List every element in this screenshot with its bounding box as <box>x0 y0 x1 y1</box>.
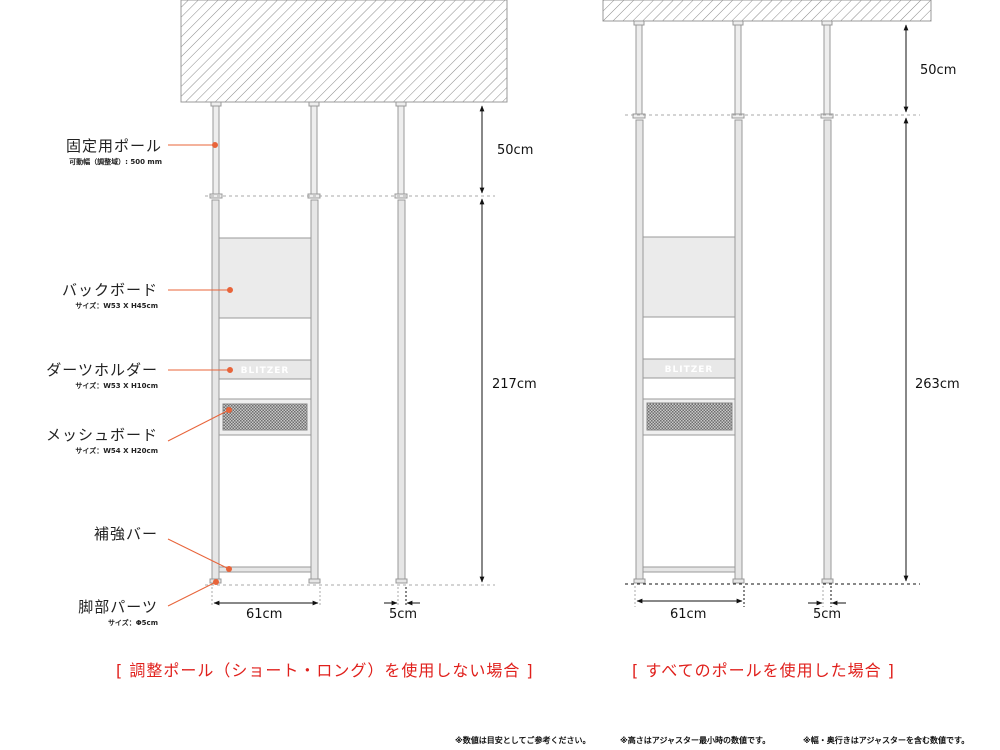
label-leg-parts: 脚部パーツ サイズ：Φ5cm <box>78 598 158 628</box>
left-diagram: BLITZER <box>167 0 508 607</box>
dim-width-left: 61cm <box>246 607 283 622</box>
dim-main-height-right: 263cm <box>915 377 960 392</box>
dim-width-right: 61cm <box>670 607 707 622</box>
part-name: 脚部パーツ <box>78 598 158 616</box>
back-board <box>218 237 312 319</box>
label-reinforcement-bar: 補強バー <box>94 525 158 543</box>
fixing-poles-right <box>632 20 834 119</box>
fixing-poles <box>209 101 408 199</box>
leader-lines <box>167 142 233 607</box>
part-name: ダーツホルダー <box>46 361 158 379</box>
dim-pole-right: 5cm <box>813 607 842 622</box>
label-darts-holder: ダーツホルダー サイズ：W53 X H10cm <box>46 361 158 391</box>
darts-holder-right <box>642 358 736 379</box>
dim-main-height-left: 217cm <box>492 377 537 392</box>
caption-right: [ すべてのポールを使用した場合 ] <box>632 661 895 680</box>
part-detail: サイズ：W53 X H10cm <box>75 382 158 390</box>
dim-top-height-right: 50cm <box>920 63 957 78</box>
dim-pole-left: 5cm <box>389 607 418 622</box>
part-name: 固定用ポール <box>65 137 162 155</box>
part-name: メッシュボード <box>45 426 158 444</box>
label-back-board: バックボード サイズ：W53 X H45cm <box>62 281 158 311</box>
reinforcement-bar <box>218 566 312 573</box>
part-detail: サイズ：Φ5cm <box>107 619 158 627</box>
part-detail: 可動幅（調整域）: 500 mm <box>69 158 162 166</box>
note-1: ※数値は目安としてご参考ください。 <box>455 736 591 745</box>
brand-label-left: BLITZER <box>241 366 290 376</box>
ceiling-hatch-right <box>602 0 932 22</box>
part-name: バックボード <box>61 281 158 299</box>
back-board-right <box>642 236 736 318</box>
mesh-board-right <box>646 402 733 431</box>
main-poles-right <box>633 119 834 584</box>
part-detail: サイズ：W54 X H20cm <box>75 447 158 455</box>
part-name: 補強バー <box>93 525 158 543</box>
brand-label-right: BLITZER <box>665 365 714 375</box>
label-fixing-pole: 固定用ポール 可動幅（調整域）: 500 mm <box>66 137 162 167</box>
caption-left: [ 調整ポール（ショート・ロング）を使用しない場合 ] <box>116 661 534 680</box>
part-detail: サイズ：W53 X H45cm <box>75 302 158 310</box>
dim-top-height-left: 50cm <box>497 143 534 158</box>
label-mesh-board: メッシュボード サイズ：W54 X H20cm <box>46 426 158 456</box>
ceiling-hatch <box>180 0 508 103</box>
note-2: ※高さはアジャスター最小時の数値です。 <box>620 736 771 745</box>
right-diagram: BLITZER <box>602 0 932 607</box>
reinforcement-bar-right <box>642 566 736 573</box>
note-3: ※幅・奥行きはアジャスターを含む数値です。 <box>803 736 970 745</box>
mesh-board <box>222 403 308 431</box>
